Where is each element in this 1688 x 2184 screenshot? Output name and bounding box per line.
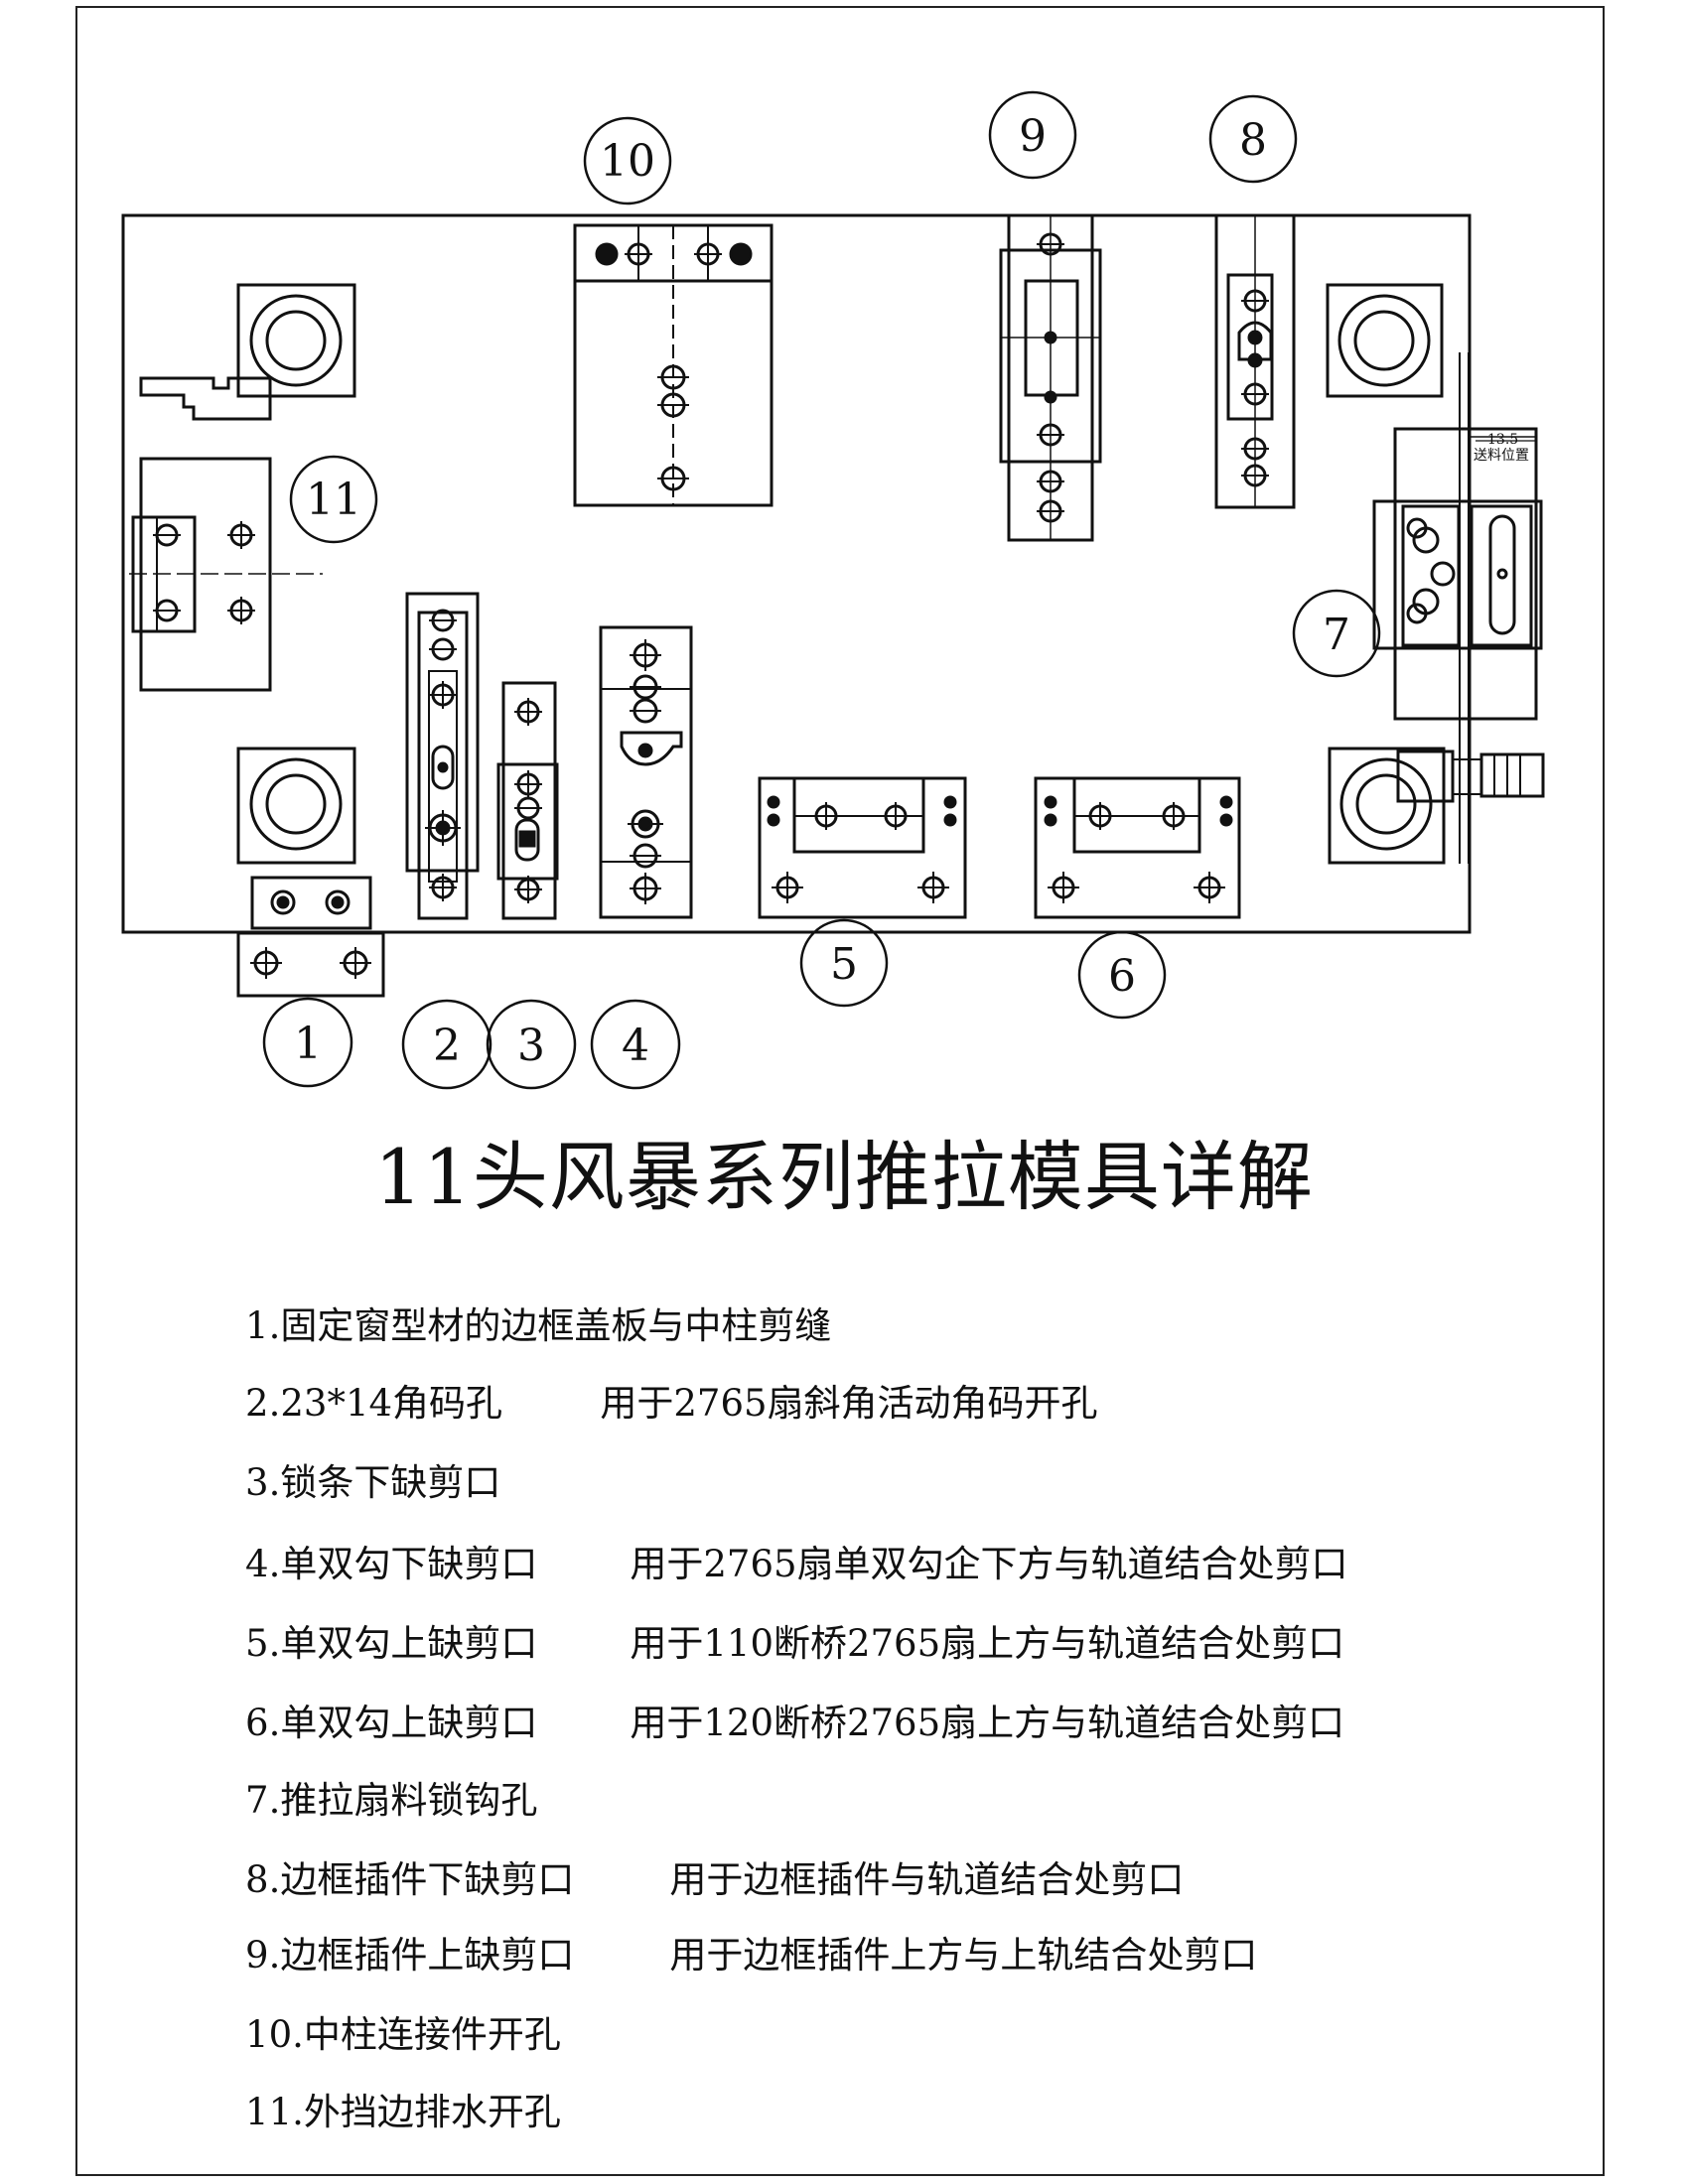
legend-name: 单双勾上缺剪口 [280, 1702, 538, 1744]
legend-number: 10. [245, 2013, 304, 2056]
legend-name: 23*14角码孔 [280, 1382, 503, 1425]
callout-7: 7 [1292, 589, 1381, 678]
legend-number: 7. [245, 1779, 281, 1822]
legend-number: 2. [245, 1382, 281, 1425]
tool-10 [573, 223, 774, 507]
legend-item: 9.边框插件上缺剪口 用于边框插件上方与上轨结合处剪口 [199, 1882, 1257, 1977]
callout-8: 8 [1208, 94, 1298, 184]
drawing-title: 11头风暴系列推拉模具详解 [374, 1133, 1314, 1221]
svg-text:4: 4 [622, 1021, 649, 1071]
legend-item: 10.中柱连接件开孔 [199, 1962, 561, 2056]
legend-usage: 用于2765扇单双勾企下方与轨道结合处剪口 [630, 1543, 1348, 1585]
legend-item: 1.固定窗型材的边框盖板与中柱剪缝 [199, 1253, 831, 1347]
svg-text:11: 11 [306, 475, 361, 525]
legend-item: 7.推拉扇料锁钩孔 [199, 1727, 537, 1822]
callout-6: 6 [1077, 930, 1167, 1020]
legend-number: 1. [245, 1304, 281, 1347]
legend-usage: 用于边框插件上方与上轨结合处剪口 [669, 1934, 1258, 1977]
svg-text:7: 7 [1323, 610, 1350, 660]
legend-name: 锁条下缺剪口 [280, 1461, 501, 1504]
legend-item: 3.锁条下缺剪口 [199, 1410, 500, 1504]
svg-text:8: 8 [1239, 115, 1267, 166]
legend-name: 外挡边排水开孔 [303, 2091, 561, 2133]
guide-post-top-left [236, 283, 356, 398]
legend-name: 边框插件下缺剪口 [280, 1858, 575, 1901]
tool-7 [1372, 352, 1545, 864]
svg-text:10: 10 [600, 136, 655, 187]
legend-name: 单双勾上缺剪口 [280, 1622, 538, 1665]
legend-name: 边框插件上缺剪口 [280, 1934, 575, 1977]
callout-3: 3 [486, 999, 577, 1090]
legend-usage: 用于120断桥2765扇上方与轨道结合处剪口 [630, 1702, 1345, 1744]
tool-3 [496, 681, 559, 920]
legend-item: 4.单双勾下缺剪口 用于2765扇单双勾企下方与轨道结合处剪口 [199, 1491, 1347, 1585]
legend-number: 11. [245, 2091, 304, 2133]
die-layout-diagram: 13.5 送料位置 1 2 3 4 5 6 7 [121, 90, 1545, 1090]
tool-6 [1034, 776, 1241, 919]
guide-post-top-right [1326, 283, 1444, 398]
tool-1 [236, 876, 385, 998]
drawing-frame [75, 6, 1605, 2176]
guide-post-bottom-left [236, 747, 356, 865]
tool-4 [599, 625, 693, 919]
svg-text:6: 6 [1108, 951, 1136, 1002]
callout-11: 11 [289, 455, 378, 544]
callout-5: 5 [799, 918, 889, 1008]
legend-number: 3. [245, 1461, 281, 1504]
guide-post-bottom-right [1328, 747, 1446, 865]
legend-number: 9. [245, 1934, 281, 1977]
svg-text:3: 3 [517, 1021, 545, 1071]
callout-2: 2 [401, 999, 492, 1090]
legend-number: 6. [245, 1702, 281, 1744]
tool-9 [999, 213, 1102, 542]
notch-piece-top-left [139, 376, 272, 421]
dimension-label: 送料位置 [1474, 448, 1529, 464]
legend-name: 单双勾下缺剪口 [280, 1543, 538, 1585]
legend-usage: 用于2765扇斜角活动角码开孔 [600, 1382, 1098, 1425]
legend-number: 5. [245, 1622, 281, 1665]
legend-name: 固定窗型材的边框盖板与中柱剪缝 [280, 1304, 832, 1347]
callout-1: 1 [262, 997, 353, 1088]
legend-number: 4. [245, 1543, 281, 1585]
tool-11 [129, 457, 323, 692]
svg-text:2: 2 [433, 1021, 461, 1071]
callout-9: 9 [988, 90, 1077, 180]
tool-8 [1214, 213, 1296, 509]
callout-10: 10 [583, 116, 672, 205]
legend-name: 推拉扇料锁钩孔 [280, 1779, 538, 1822]
legend-name: 中柱连接件开孔 [303, 2013, 561, 2056]
dimension-value: 13.5 [1487, 432, 1518, 448]
legend-item: 8.边框插件下缺剪口 用于边框插件与轨道结合处剪口 [199, 1807, 1184, 1901]
legend-item: 6.单双勾上缺剪口 用于120断桥2765扇上方与轨道结合处剪口 [199, 1650, 1344, 1744]
legend-item: 5.单双勾上缺剪口 用于110断桥2765扇上方与轨道结合处剪口 [199, 1570, 1344, 1665]
callout-4: 4 [590, 999, 681, 1090]
svg-text:9: 9 [1019, 111, 1047, 162]
legend-usage: 用于110断桥2765扇上方与轨道结合处剪口 [630, 1622, 1345, 1665]
tool-2 [405, 592, 480, 920]
legend-number: 8. [245, 1858, 281, 1901]
svg-text:5: 5 [830, 939, 858, 990]
tool-5 [758, 776, 967, 919]
legend-usage: 用于边框插件与轨道结合处剪口 [669, 1858, 1185, 1901]
legend-item: 11.外挡边排水开孔 [199, 2039, 561, 2133]
feed-dimension: 13.5 送料位置 [1474, 432, 1537, 464]
svg-text:1: 1 [294, 1019, 322, 1069]
base-plate [121, 213, 1472, 934]
legend-item: 2.23*14角码孔 用于2765扇斜角活动角码开孔 [199, 1330, 1097, 1425]
